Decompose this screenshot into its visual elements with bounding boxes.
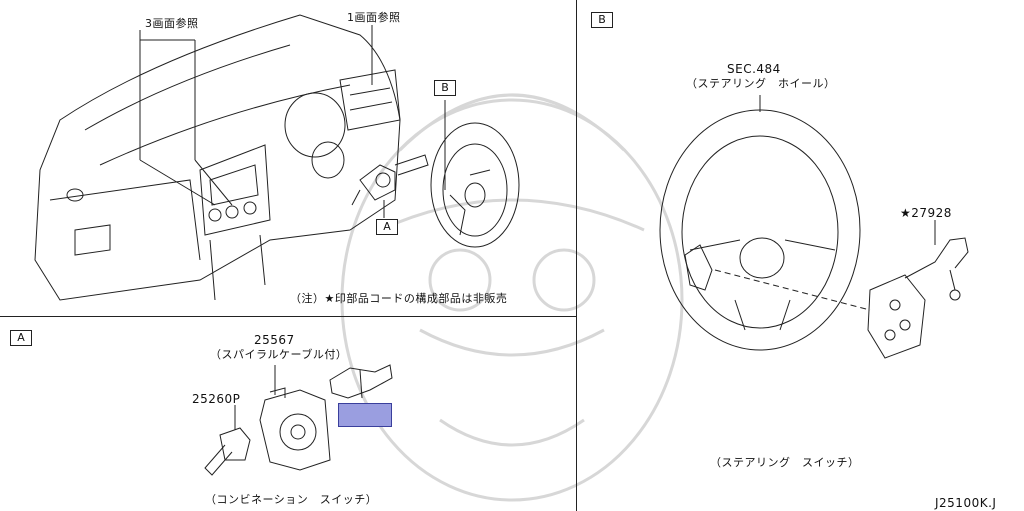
steering-wheel-large-drawing <box>659 109 861 351</box>
horizontal-divider <box>0 316 576 317</box>
lighting-switch-drawing <box>204 427 251 476</box>
part-25260p-number[interactable]: 25260P <box>192 392 241 406</box>
steering-switch-assembly-drawing <box>867 237 969 359</box>
part-27928-number[interactable]: ★27928 <box>900 206 952 220</box>
highlighted-part-region[interactable] <box>338 403 392 427</box>
part-25567-number[interactable]: 25567 <box>254 333 295 347</box>
ref-panel3-label: 3画面参照 <box>145 17 199 30</box>
steering-wheel-small-drawing <box>430 122 520 248</box>
spiral-cable-drawing <box>259 387 331 471</box>
part-25567-description: （スパイラルケーブル付） <box>210 348 348 361</box>
ref-panel1-label: 1画面参照 <box>347 11 401 24</box>
combination-switch-caption: （コンビネーション スイッチ） <box>205 493 378 506</box>
wiper-switch-drawing <box>329 364 393 399</box>
callout-a-marker[interactable]: A <box>376 219 398 235</box>
section-b-label: B <box>591 12 613 28</box>
column-switch-small-drawing <box>351 154 429 206</box>
diagram-code: J25100K.J <box>935 496 997 510</box>
steering-switch-caption: （ステアリング スイッチ） <box>710 456 860 469</box>
vertical-divider <box>576 0 577 511</box>
callout-b-marker[interactable]: B <box>434 80 456 96</box>
note-text: （注）★印部品コードの構成部品は非販売 <box>290 292 508 305</box>
dashboard-drawing <box>34 14 401 301</box>
section-a-label: A <box>10 330 32 346</box>
sec484-description: （ステアリング ホイール） <box>686 77 836 90</box>
sec484-label[interactable]: SEC.484 <box>727 62 781 76</box>
